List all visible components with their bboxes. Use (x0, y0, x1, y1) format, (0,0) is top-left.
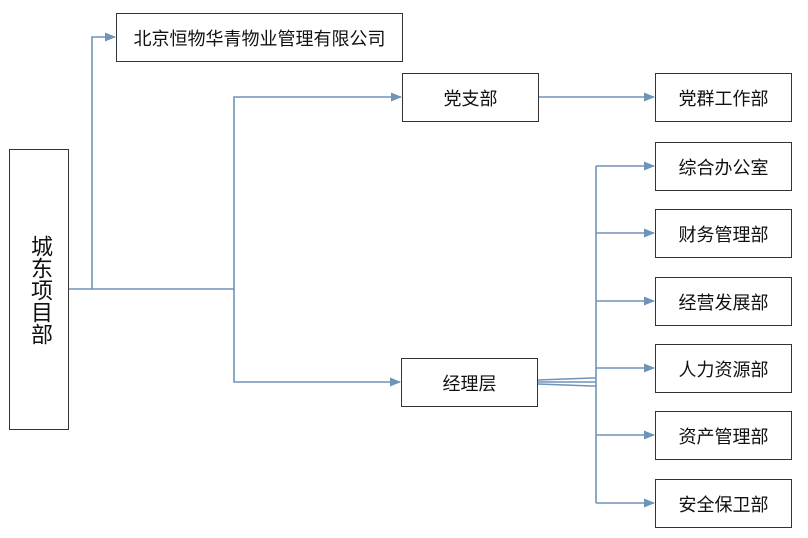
node-root-project-dept: 城东项目部 (9, 149, 69, 430)
node-asset-management-dept: 资产管理部 (655, 411, 792, 460)
node-mass-work-dept: 党群工作部 (655, 73, 792, 122)
node-property-company: 北京恒物华青物业管理有限公司 (116, 13, 403, 62)
connector-management-bracket-bottom (537, 383, 596, 387)
node-party-branch: 党支部 (402, 73, 539, 122)
node-general-office: 综合办公室 (655, 142, 792, 191)
node-management-layer: 经理层 (401, 358, 538, 407)
connector-management-bracket-top (537, 377, 596, 381)
node-business-development-dept: 经营发展部 (655, 277, 792, 326)
node-finance-dept: 财务管理部 (655, 209, 792, 258)
node-human-resources-dept: 人力资源部 (655, 344, 792, 393)
connector-root-company (69, 32, 117, 290)
connector-root-party (92, 92, 403, 290)
connector-root-management (233, 289, 402, 387)
node-security-dept: 安全保卫部 (655, 479, 792, 528)
